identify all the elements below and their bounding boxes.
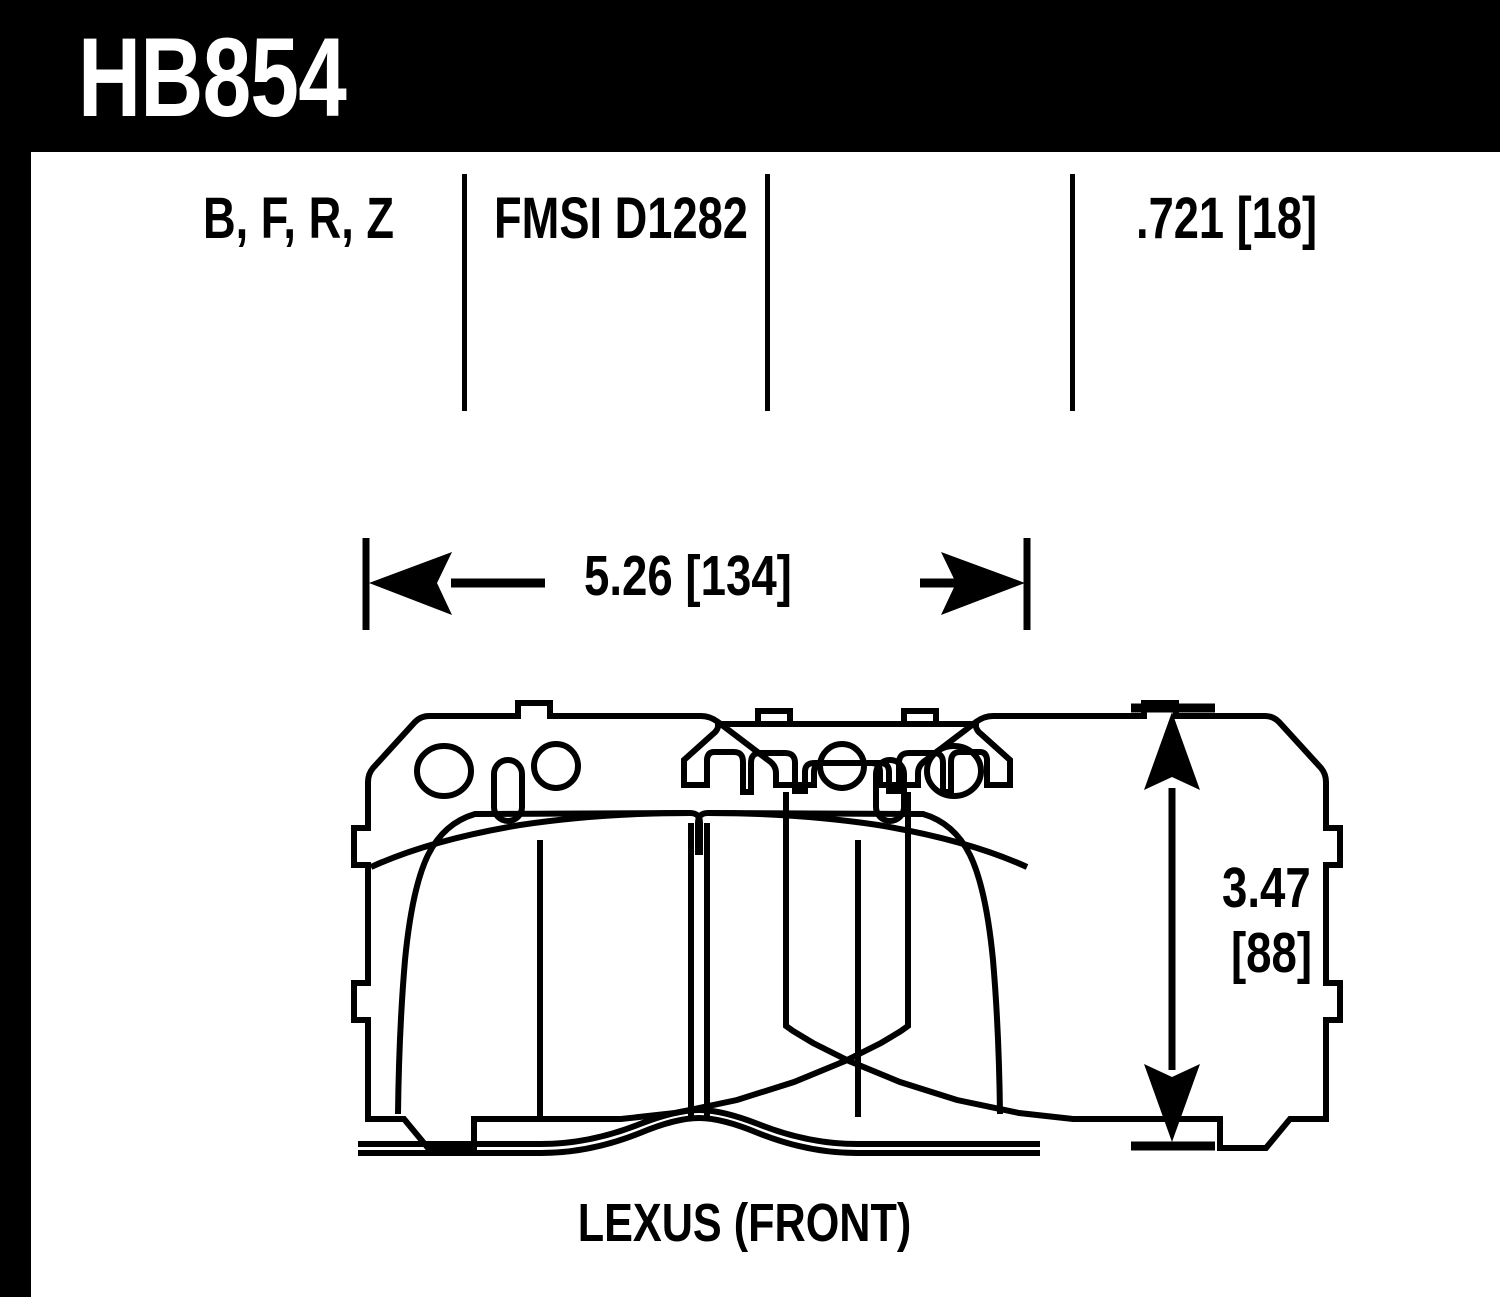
backing-plate-outline	[351, 700, 1013, 1151]
wear-slot-right	[873, 757, 907, 824]
height-arrow-bottom	[1144, 1064, 1200, 1142]
compound-codes: B, F, R, Z	[203, 186, 395, 251]
mounting-hole-large-left	[414, 743, 474, 799]
friction-material-edge-left	[395, 809, 703, 1115]
left-border-rail	[0, 152, 31, 1297]
friction-chamfer-line-left	[369, 810, 691, 870]
mounting-hole-small-right	[817, 741, 867, 791]
mounting-hole-large-right	[924, 743, 984, 799]
width-dimension-label: 5.26 [134]	[584, 544, 792, 608]
height-dimension-label-inches: 3.47	[1222, 856, 1311, 920]
spec-divider-1	[462, 174, 467, 411]
thickness-value: .721 [18]	[1136, 186, 1318, 251]
height-dimension-line	[1131, 703, 1215, 1151]
width-arrow-right	[941, 552, 1025, 615]
fmsi-number: FMSI D1282	[494, 186, 748, 251]
spec-divider-3	[1070, 174, 1075, 411]
width-arrow-left	[369, 552, 452, 615]
pad-bottom-edge-inner	[358, 1106, 1040, 1147]
friction-material-edge-right	[695, 809, 1003, 1115]
page-title: HB854	[78, 15, 347, 140]
center-slot	[688, 823, 710, 1117]
wear-slot-left	[491, 757, 525, 824]
pad-bottom-edge-outer	[358, 1114, 1040, 1156]
application-caption: LEXUS (FRONT)	[577, 1193, 912, 1253]
height-dimension-label-mm: [88]	[1231, 921, 1313, 985]
height-arrow-top	[1144, 712, 1200, 790]
spec-row: B, F, R, Z FMSI D1282 .721 [18]	[31, 152, 1500, 422]
mounting-hole-small-left	[531, 741, 581, 791]
spec-divider-2	[765, 174, 770, 411]
header-band	[0, 0, 1500, 152]
friction-chamfer-line-right	[707, 810, 1029, 870]
